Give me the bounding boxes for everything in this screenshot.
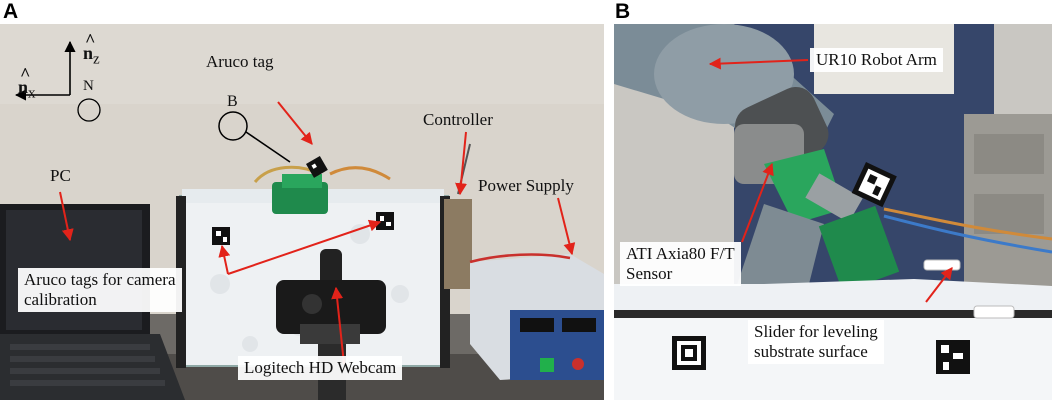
label-aruco-tag: Aruco tag: [206, 52, 274, 71]
photo-panel-b: UR10 Robot Arm ATI Axia80 F/T Sensor Sli…: [614, 24, 1052, 400]
aruco-tag-left: [212, 227, 230, 245]
axis-label-nz: ^nz: [83, 30, 100, 68]
n-circle-label: N: [83, 78, 94, 94]
label-sensor: ATI Axia80 F/T Sensor: [620, 242, 741, 286]
axis-label-nx: ^nx: [18, 64, 36, 102]
label-controller: Controller: [423, 110, 493, 129]
aruco-tag-right: [376, 212, 394, 230]
label-pc: PC: [50, 166, 71, 185]
label-slider: Slider for leveling substrate surface: [748, 320, 884, 364]
label-aruco-tags-calibration: Aruco tags for camera calibration: [18, 268, 182, 312]
panel-letter-a: A: [3, 0, 19, 23]
label-robot-arm: UR10 Robot Arm: [810, 48, 943, 72]
photo-panel-a: ^nz ^nx N B Aruco tag Controller PC Powe…: [0, 24, 604, 400]
label-webcam: Logitech HD Webcam: [238, 356, 403, 380]
label-power-supply: Power Supply: [478, 176, 574, 195]
panel-letter-b: B: [615, 0, 631, 23]
b-circle-label: B: [227, 93, 238, 110]
